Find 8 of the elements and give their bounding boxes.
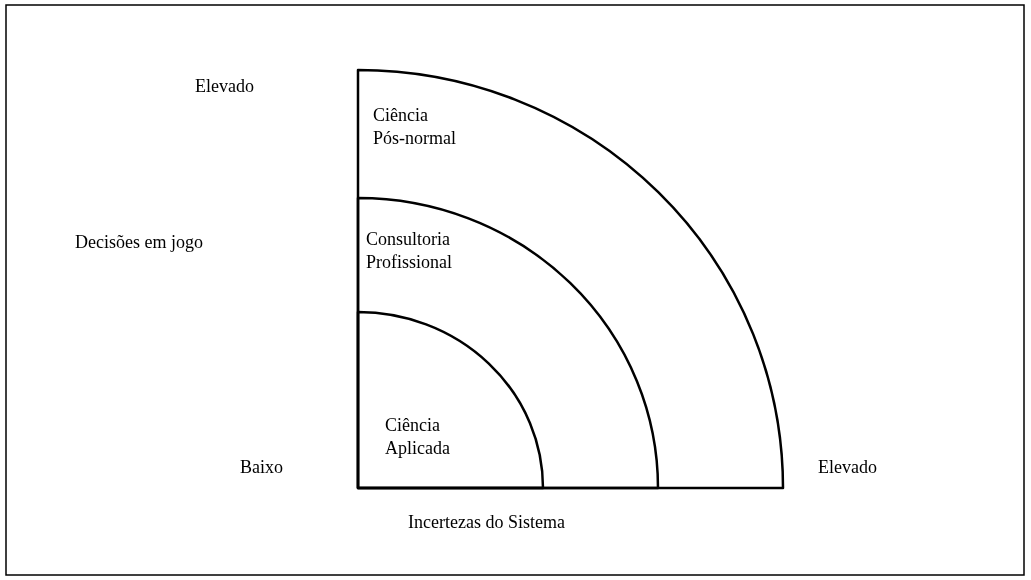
axis-title: Incertezas do Sistema: [408, 511, 565, 533]
region-label: Ciência Aplicada: [385, 414, 451, 460]
region-label: Ciência Pós-normal: [373, 104, 457, 150]
axis-level-label: Baixo: [240, 456, 283, 478]
axis-level-label: Elevado: [195, 75, 254, 97]
axis-level-label: Elevado: [818, 456, 877, 478]
region-label: Consultoria Profissional: [366, 228, 453, 274]
axis-title: Decisões em jogo: [75, 231, 203, 253]
